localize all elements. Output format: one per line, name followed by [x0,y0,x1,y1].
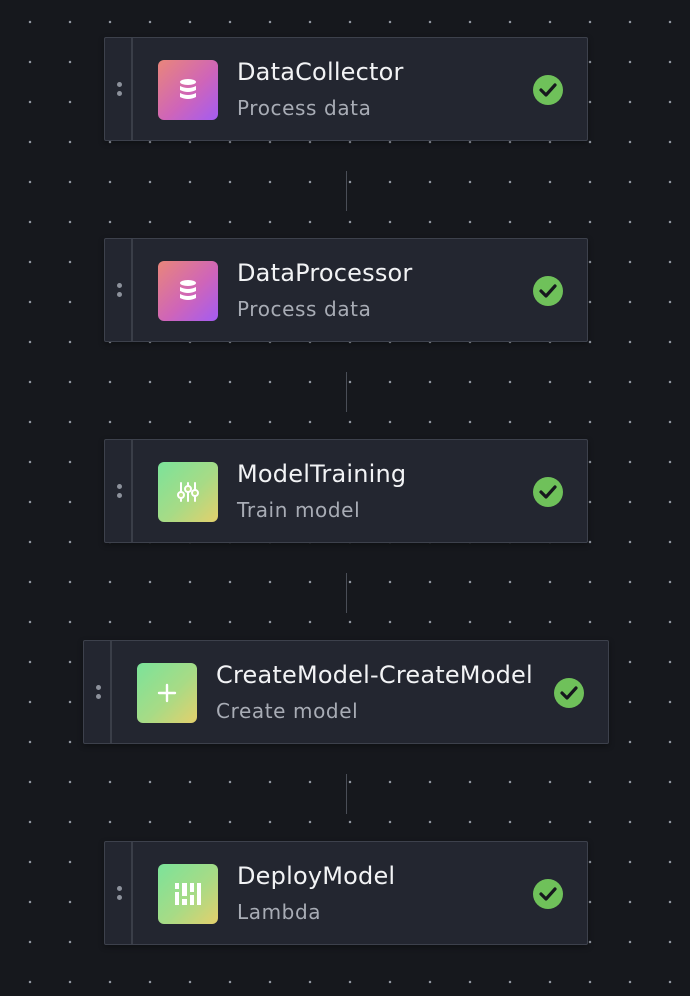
step-title: DataCollector [237,58,404,86]
drag-handle[interactable] [105,239,133,341]
check-icon [533,276,563,306]
drag-handle[interactable] [84,641,112,743]
check-icon [533,477,563,507]
connector-edge [346,573,347,613]
sliders-icon [158,462,218,522]
step-node-dataprocessor[interactable]: DataProcessor Process data [104,238,588,342]
drag-handle[interactable] [105,842,133,944]
check-icon [533,75,563,105]
step-subtitle: Train model [237,498,361,522]
database-icon [158,261,218,321]
step-title: CreateModel-CreateModel [216,661,533,689]
step-subtitle: Create model [216,699,359,723]
connector-edge [346,171,347,211]
step-node-modeltraining[interactable]: ModelTraining Train model [104,439,588,543]
plus-icon [137,663,197,723]
step-subtitle: Process data [237,96,372,120]
step-title: DataProcessor [237,259,413,287]
step-title: ModelTraining [237,460,407,488]
step-subtitle: Lambda [237,900,322,924]
step-title: DeployModel [237,862,396,890]
check-icon [533,879,563,909]
connector-edge [346,372,347,412]
check-icon [554,678,584,708]
drag-handle[interactable] [105,440,133,542]
database-icon [158,60,218,120]
step-node-datacollector[interactable]: DataCollector Process data [104,37,588,141]
drag-handle[interactable] [105,38,133,140]
step-node-deploymodel[interactable]: DeployModel Lambda [104,841,588,945]
lambda-grid-icon [158,864,218,924]
step-subtitle: Process data [237,297,372,321]
step-node-createmodel[interactable]: CreateModel-CreateModel Create model [83,640,609,744]
connector-edge [346,774,347,814]
